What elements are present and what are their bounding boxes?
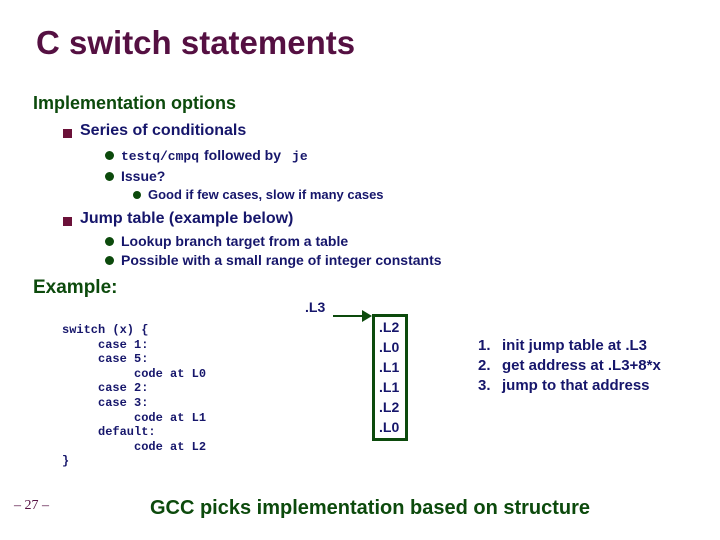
bullet-testq-cmpq-line: testq/cmpq followed by je <box>121 147 308 164</box>
jump-table-entry: .L2 <box>379 319 400 335</box>
jump-table-entry: .L0 <box>379 419 400 435</box>
circle-bullet-icon <box>105 172 114 181</box>
bullet-issue: Issue? <box>121 168 166 184</box>
step-item: 2. get address at .L3+8*x <box>478 356 661 376</box>
step-number: 2. <box>478 357 491 374</box>
footer-note: GCC picks implementation based on struct… <box>149 497 591 519</box>
bullet-jump-table: Jump table (example below) <box>80 210 294 227</box>
code-je: je <box>292 149 308 164</box>
square-bullet-icon <box>63 129 72 138</box>
switch-code-block: switch (x) { case 1: case 5: code at L0 … <box>62 323 207 469</box>
bullet-good-if-few-cases: Good if few cases, slow if many cases <box>148 187 384 202</box>
bullet-series-of-conditionals: Series of conditionals <box>80 122 247 139</box>
step-text: init jump table at .L3 <box>502 337 648 354</box>
jump-table-entry: .L2 <box>379 399 400 415</box>
section-heading: Implementation options <box>33 93 237 113</box>
jump-table-steps: 1. init jump table at .L3 2. get address a… <box>478 336 661 396</box>
circle-bullet-icon <box>105 256 114 265</box>
arrow-line <box>333 315 364 317</box>
step-item: 1. init jump table at .L3 <box>478 336 661 356</box>
bullet-lookup-branch-target: Lookup branch target from a table <box>121 233 349 249</box>
circle-bullet-icon <box>105 151 114 160</box>
step-text: jump to that address <box>502 377 650 394</box>
jump-table-entry: .L1 <box>379 379 400 395</box>
square-bullet-icon <box>63 217 72 226</box>
jump-table-box: .L2 .L0 .L1 .L1 .L2 .L0 <box>372 314 408 441</box>
jump-table-entry: .L0 <box>379 339 400 355</box>
page-number: – 27 – <box>14 498 49 513</box>
bullet-possible-small-range: Possible with a small range of integer c… <box>121 252 442 268</box>
jump-table-label-L3: .L3 <box>305 299 326 315</box>
step-number: 1. <box>478 337 491 354</box>
step-number: 3. <box>478 377 491 394</box>
step-text: get address at .L3+8*x <box>502 357 661 374</box>
arrow-right-icon <box>362 310 372 322</box>
example-heading: Example: <box>33 277 118 298</box>
slide-title: C switch statements <box>36 24 356 61</box>
circle-bullet-icon <box>133 191 141 199</box>
followed-by-text: followed by <box>204 147 282 163</box>
jump-table-entry: .L1 <box>379 359 400 375</box>
code-testq-cmpq: testq/cmpq <box>121 149 200 164</box>
circle-bullet-icon <box>105 237 114 246</box>
step-item: 3. jump to that address <box>478 376 661 396</box>
